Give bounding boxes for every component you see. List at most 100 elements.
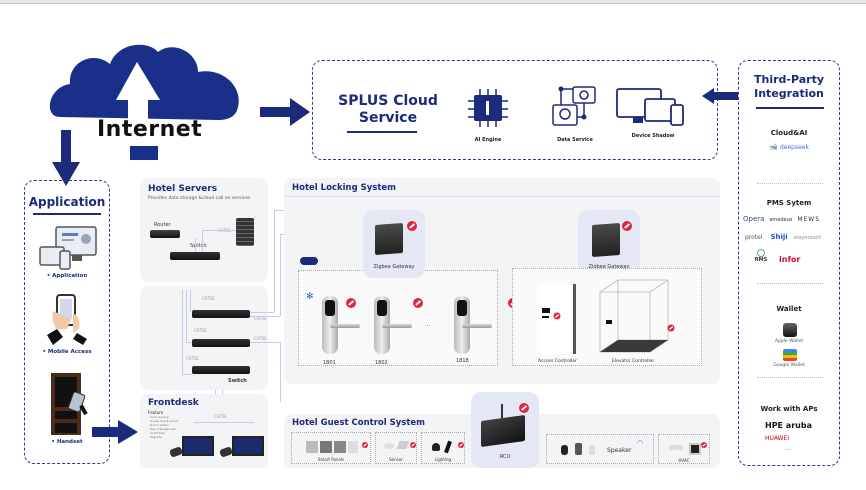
door-lock-1818 <box>454 296 492 354</box>
title-underline <box>33 213 101 215</box>
divider <box>757 377 823 378</box>
cable-label: CAT5E <box>186 356 199 361</box>
hotel-servers-title: Hotel Servers <box>148 184 218 194</box>
lock-label: 1801 <box>323 360 336 366</box>
application-item-label: • Application <box>46 273 88 279</box>
title-underline <box>756 107 824 109</box>
cable-label: CAT5E <box>254 316 267 321</box>
mews-logo: MEWS <box>797 216 821 223</box>
cloud-upload-icon <box>49 44 239 122</box>
handset-item-label: • Handset <box>51 439 83 445</box>
gateway-label: Zigbee Gateway <box>373 264 415 270</box>
internet-stem <box>130 146 158 160</box>
lock-label: 1818 <box>456 358 469 364</box>
wifi-icon: ◠ <box>637 439 644 447</box>
locking-system-title: Hotel Locking System <box>292 183 397 193</box>
router-icon <box>150 230 180 238</box>
apple-wallet-icon <box>783 323 797 337</box>
application-panel: Application • Application • Mobile Acces… <box>24 180 110 464</box>
card-encoder-icon <box>218 446 234 458</box>
api-label: API <box>718 88 728 94</box>
data-service-label: Data Service <box>557 137 593 143</box>
hvac-label: HVAC <box>678 458 690 463</box>
arrow-right-icon <box>260 98 310 126</box>
zigbee-gateway-2: Zigbee Gateway <box>578 210 640 278</box>
third-party-title-1: Third-Party <box>753 73 824 86</box>
google-wallet-icon <box>783 349 797 361</box>
card-encoder-icon <box>168 446 184 458</box>
zigbee-icon <box>553 312 561 320</box>
lighting-group: Lighting <box>421 432 465 464</box>
huawei-logo: HUAWEI <box>765 435 790 442</box>
door-lock-1802 <box>374 296 412 354</box>
data-service-icon <box>552 86 596 126</box>
protel-logo: protel <box>745 234 763 241</box>
third-party-title-2: Integration <box>754 87 824 100</box>
speaker-group: Speaker ◠ <box>546 434 654 464</box>
sensor-label: Sensor <box>389 457 403 462</box>
hvac-group: HVAC <box>658 434 710 464</box>
antenna-icon <box>501 404 503 418</box>
ble-badge <box>300 257 318 265</box>
internet-label: Internet <box>97 117 203 142</box>
cloud-ai-heading: Cloud&AI <box>770 129 808 137</box>
zigbee-gateway-1: Zigbee Gateway <box>363 210 425 278</box>
wallet-heading: Wallet <box>776 305 802 313</box>
gateway-device-icon <box>375 223 403 255</box>
infor-logo: infor <box>779 255 801 264</box>
cloud-service-title-2: Service <box>358 110 418 126</box>
sensor-group: Sensor <box>375 432 417 464</box>
rcu-device-icon <box>481 414 525 448</box>
third-party-panel: Third-Party Integration Cloud&AI 🐋 deeps… <box>738 60 840 466</box>
zigbee-icon <box>519 403 529 413</box>
cable-label: CAT5E <box>194 328 207 333</box>
amadeus-logo: amadeus <box>769 217 793 223</box>
rcu-label: RCU <box>499 454 511 460</box>
aps-heading: Work with APs <box>760 405 818 413</box>
zigbee-icon <box>667 324 675 332</box>
gateway-label: Zigbee Gateway <box>588 264 630 270</box>
pms-heading: PMS Sytem <box>766 199 812 207</box>
elevator-controller-label: Elevator Controller <box>612 359 655 364</box>
speaker-label: Speaker <box>607 447 632 454</box>
elevator-cube-icon <box>599 279 669 353</box>
rcu-box: RCU <box>471 392 539 468</box>
cloud-service-panel: SPLUS Cloud Service AI Engine Data Servi… <box>312 60 718 160</box>
application-title: Application <box>28 195 106 209</box>
switch-icon <box>192 310 250 318</box>
hotel-servers-subtitle: Provides data storage &cloud call on ser… <box>148 196 251 201</box>
apple-wallet-label: Apple Wallet <box>774 339 804 344</box>
lock-label: 1802 <box>375 360 388 366</box>
handset-door-icon <box>51 373 88 435</box>
switch-icon <box>192 339 250 347</box>
switch-label: Switch <box>190 243 207 249</box>
router-label: Router <box>154 222 171 228</box>
deepseek-logo: 🐋 deepseek <box>769 143 809 151</box>
hpe-aruba-logo: HPE aruba <box>765 421 812 430</box>
switches-panel: CAT5E CAT5E CAT5E Switch CAT5E CAT5E <box>140 286 268 390</box>
divider <box>757 183 823 184</box>
cable-label: CAT5E <box>254 336 267 341</box>
more-logo: ... <box>785 445 791 452</box>
gateway-device-icon <box>592 223 620 257</box>
stayntouch-logo: stayntouch <box>793 235 822 241</box>
server-tower-icon <box>236 218 254 246</box>
frontdesk-title: Frontdesk <box>148 398 199 408</box>
guest-control-title: Hotel Guest Control System <box>292 418 426 428</box>
ellipsis: ... <box>424 320 431 328</box>
switch-label: Switch <box>228 378 247 384</box>
arrow-down-icon <box>52 130 80 186</box>
chip-icon <box>468 89 508 127</box>
device-shadow-label: Device Shadow <box>631 133 675 139</box>
mobile-access-item-label: • Mobile Access <box>42 349 92 355</box>
smart-panels-label: Smart Panels <box>317 457 345 462</box>
smart-panels-group: Smart Panels <box>291 432 371 464</box>
rms-logo: RMS <box>754 257 768 263</box>
title-underline <box>347 131 417 133</box>
cable-label: CAT5E <box>202 296 215 301</box>
hotel-servers-panel: Hotel Servers Provides data storage &clo… <box>140 178 268 282</box>
door-lock-1801 <box>322 296 360 354</box>
shiji-logo: Shiji <box>770 233 788 241</box>
devices-icon <box>616 88 684 126</box>
